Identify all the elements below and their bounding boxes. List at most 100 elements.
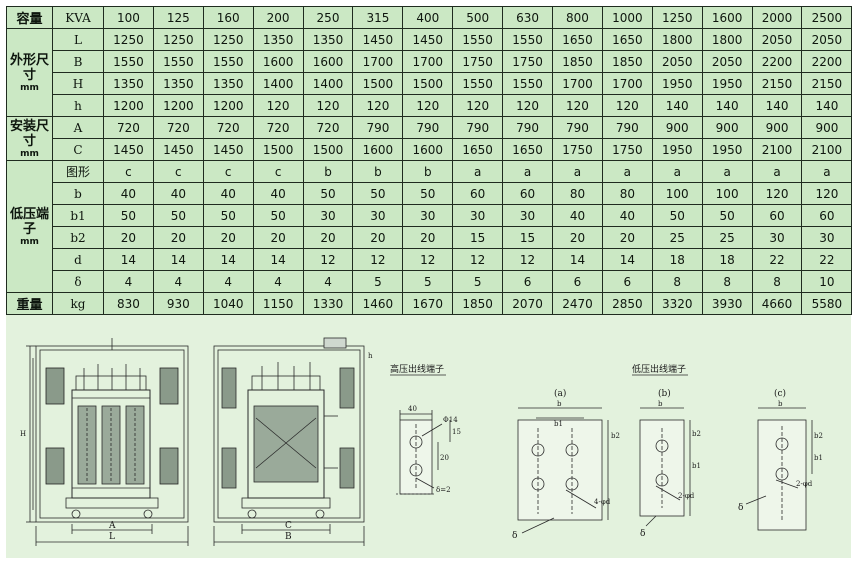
param-label: h — [52, 94, 104, 117]
value-cell: 720 — [302, 116, 354, 139]
value-cell: 1500 — [252, 138, 304, 161]
capacity-cell: 1000 — [601, 6, 653, 29]
weight-cell: 1850 — [452, 292, 504, 315]
value-cell: 25 — [701, 226, 753, 249]
weight-cell: 2850 — [601, 292, 653, 315]
value-cell: 12 — [502, 248, 554, 271]
capacity-cell: 800 — [552, 6, 603, 29]
value-cell: 120 — [751, 182, 803, 205]
value-cell: 50 — [152, 204, 204, 227]
dim-label-c: C — [285, 521, 292, 531]
value-cell: 1850 — [552, 50, 603, 73]
value-cell: 720 — [152, 116, 204, 139]
value-cell: 790 — [402, 116, 454, 139]
hv-width-label: 40 — [408, 405, 417, 413]
value-cell: 120 — [801, 182, 853, 205]
param-label: b — [52, 182, 104, 205]
b-width-label: b — [658, 400, 663, 408]
value-cell: c — [252, 160, 304, 183]
value-cell: 60 — [751, 204, 803, 227]
b-b1-label: b1 — [692, 462, 701, 470]
value-cell: 1350 — [202, 72, 254, 95]
value-cell: 15 — [502, 226, 554, 249]
value-cell: 22 — [751, 248, 803, 271]
value-cell: 120 — [552, 94, 603, 117]
value-cell: 4 — [103, 270, 154, 293]
variant-b-label: (b) — [658, 388, 671, 399]
value-cell: 5 — [402, 270, 454, 293]
lv-terminal-b-drawing — [639, 407, 691, 527]
weight-cell: 1150 — [252, 292, 304, 315]
value-cell: 1950 — [701, 72, 753, 95]
value-cell: 4 — [202, 270, 254, 293]
param-label: d — [52, 248, 104, 271]
value-cell: 20 — [352, 226, 404, 249]
value-cell: 140 — [751, 94, 803, 117]
value-cell: 1250 — [202, 28, 254, 51]
dim-label-b: B — [285, 532, 292, 542]
value-cell: 1600 — [402, 138, 454, 161]
value-cell: 2150 — [751, 72, 803, 95]
value-cell: 720 — [202, 116, 254, 139]
value-cell: 1250 — [152, 28, 204, 51]
weight-cell: 3930 — [701, 292, 753, 315]
value-cell: 50 — [352, 182, 404, 205]
value-cell: 1550 — [103, 50, 154, 73]
value-cell: 14 — [202, 248, 254, 271]
hv-thickness-label: δ=2 — [436, 486, 451, 494]
value-cell: 1450 — [152, 138, 204, 161]
param-label: b2 — [52, 226, 104, 249]
value-cell: 1350 — [302, 28, 354, 51]
value-cell: 40 — [252, 182, 304, 205]
value-cell: 80 — [552, 182, 603, 205]
value-cell: 4 — [152, 270, 204, 293]
value-cell: 1850 — [601, 50, 653, 73]
value-cell: 12 — [352, 248, 404, 271]
value-cell: 20 — [552, 226, 603, 249]
value-cell: 900 — [801, 116, 853, 139]
value-cell: 20 — [601, 226, 653, 249]
a-b1-label: b1 — [554, 420, 563, 428]
value-cell: 40 — [152, 182, 204, 205]
value-cell: 790 — [352, 116, 404, 139]
capacity-cell: 100 — [103, 6, 154, 29]
weight-cell: 930 — [152, 292, 204, 315]
value-cell: 4 — [302, 270, 354, 293]
value-cell: 8 — [751, 270, 803, 293]
value-cell: 1650 — [552, 28, 603, 51]
value-cell: 30 — [302, 204, 354, 227]
a-delta-label: δ — [512, 531, 517, 541]
value-cell: 790 — [601, 116, 653, 139]
value-cell: 1750 — [552, 138, 603, 161]
value-cell: 1550 — [452, 28, 504, 51]
dim-label-h-front: H — [20, 430, 26, 438]
value-cell: a — [502, 160, 554, 183]
value-cell: 1750 — [502, 50, 554, 73]
value-cell: 50 — [302, 182, 354, 205]
value-cell: 100 — [651, 182, 703, 205]
value-cell: 790 — [452, 116, 504, 139]
c-delta-label: δ — [738, 503, 743, 513]
c-holes-label: 2-φd — [796, 480, 813, 488]
value-cell: 50 — [252, 204, 304, 227]
value-cell: 30 — [801, 226, 853, 249]
capacity-cell: 315 — [352, 6, 404, 29]
value-cell: 18 — [651, 248, 703, 271]
value-cell: 8 — [651, 270, 703, 293]
value-cell: 14 — [103, 248, 154, 271]
value-cell: 2050 — [701, 50, 753, 73]
value-cell: 60 — [452, 182, 504, 205]
value-cell: a — [651, 160, 703, 183]
value-cell: 50 — [202, 204, 254, 227]
weight-cell: 3320 — [651, 292, 703, 315]
value-cell: 1400 — [302, 72, 354, 95]
value-cell: 1700 — [352, 50, 404, 73]
value-cell: 20 — [402, 226, 454, 249]
value-cell: 50 — [402, 182, 454, 205]
a-holes-label: 4-φd — [594, 498, 611, 506]
value-cell: 720 — [252, 116, 304, 139]
